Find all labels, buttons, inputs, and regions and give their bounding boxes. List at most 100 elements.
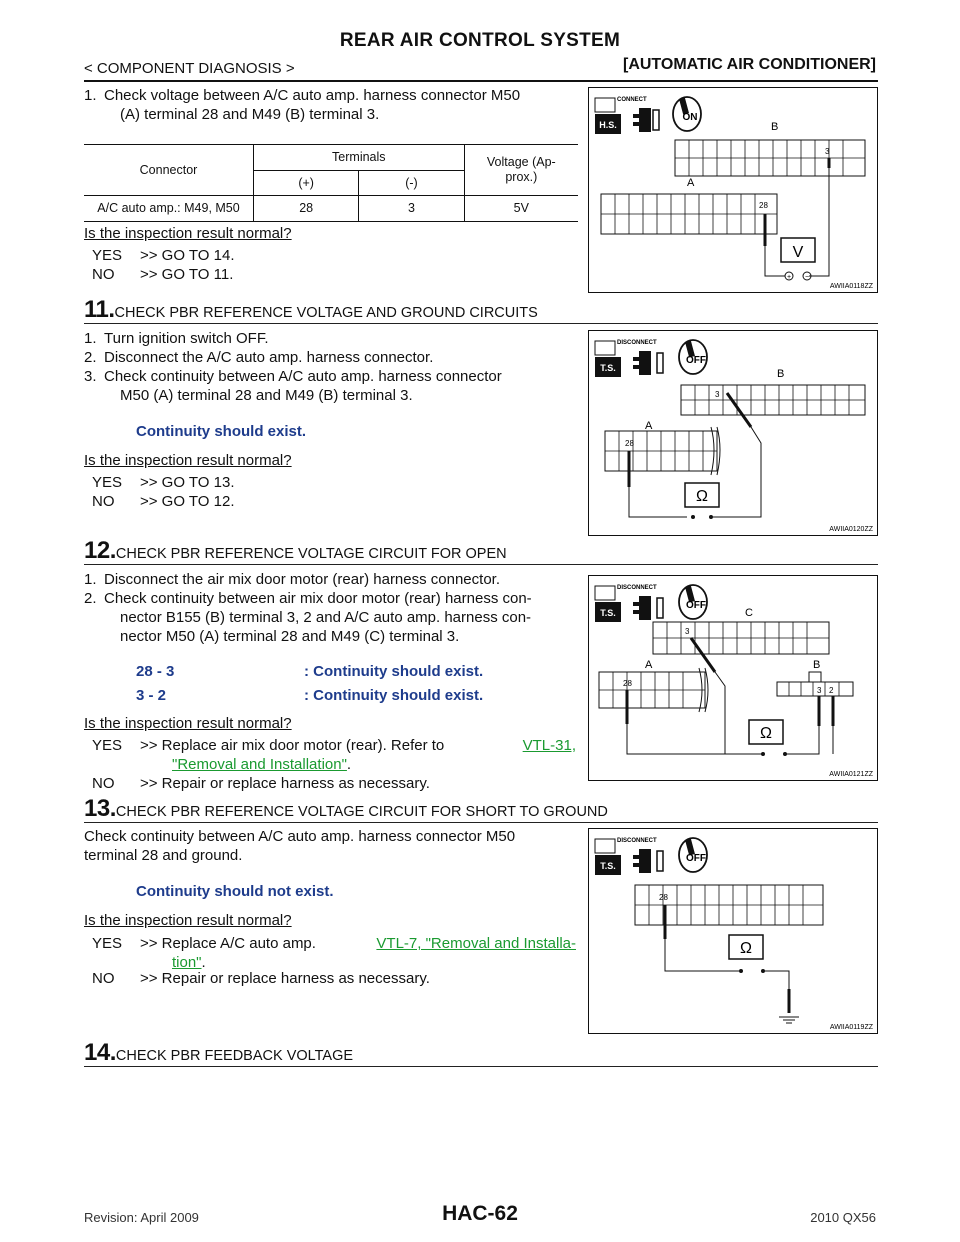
ohmmeter-icon: Ω bbox=[728, 934, 765, 973]
disconnect-label: DISCONNECT bbox=[617, 340, 657, 346]
category-label: [AUTOMATIC AIR CONDITIONER] bbox=[622, 56, 876, 73]
figure-code: AWIIA0120ZZ bbox=[829, 526, 873, 533]
ignition-on-icon: ON bbox=[672, 96, 702, 132]
term-28: 28 bbox=[659, 893, 668, 902]
link-removal-installation[interactable]: "Removal and Installation" bbox=[172, 756, 347, 773]
link-installation-cont[interactable]: tion" bbox=[172, 954, 202, 971]
step11-no-label: NO bbox=[92, 493, 115, 510]
svg-text:+: + bbox=[787, 274, 791, 281]
step13-line2: terminal 28 and ground. bbox=[84, 847, 243, 864]
svg-text:Ω: Ω bbox=[740, 940, 752, 957]
col-plus: (+) bbox=[252, 170, 359, 195]
ts-badge-icon: T.S. bbox=[594, 838, 621, 875]
step12-r2-left: 3 - 2 bbox=[136, 687, 167, 704]
term-3b: 3 bbox=[817, 686, 822, 695]
disconnect-label: DISCONNECT bbox=[617, 585, 657, 591]
term-3: 3 bbox=[825, 147, 830, 156]
step12-yes-text: >> Replace air mix door motor (rear). Re… bbox=[140, 737, 445, 754]
step12-yes-line: >> Replace air mix door motor (rear). Re… bbox=[140, 736, 576, 755]
step11-s3-line1: Check continuity between A/C auto amp. h… bbox=[104, 368, 502, 385]
svg-text:OFF: OFF bbox=[686, 600, 706, 611]
probe-wires bbox=[663, 905, 791, 1013]
no-label: NO bbox=[92, 266, 115, 283]
figure-code: AWIIA0121ZZ bbox=[829, 771, 873, 778]
label-a: A bbox=[645, 659, 653, 671]
connector-m50 bbox=[634, 884, 824, 926]
footer-revision: Revision: April 2009 bbox=[84, 1210, 199, 1225]
yes-label: YES bbox=[92, 247, 123, 264]
page-number: HAC-62 bbox=[442, 1202, 518, 1225]
step12-no-text: >> Repair or replace harness as necessar… bbox=[140, 775, 430, 792]
step11-no-text: >> GO TO 12. bbox=[140, 493, 235, 510]
figure-open-circuit-check: T.S. DISCONNECT OFF C bbox=[588, 575, 878, 781]
link-vtl-7[interactable]: VTL-7, "Removal and Installa- bbox=[376, 935, 576, 952]
label-b: B bbox=[813, 659, 820, 671]
term-28: 28 bbox=[625, 439, 634, 448]
step1-line2: (A) terminal 28 and M49 (B) terminal 3. bbox=[120, 106, 380, 123]
label-c: C bbox=[745, 607, 753, 619]
no-text: >> GO TO 11. bbox=[140, 266, 234, 283]
label-b: B bbox=[777, 368, 784, 380]
step12-s2-line2: nector B155 (B) terminal 3, 2 and A/C au… bbox=[120, 609, 532, 626]
cell-voltage: 5V bbox=[463, 195, 578, 221]
connector-a bbox=[604, 426, 721, 476]
step13-yes-line2: tion". bbox=[172, 954, 206, 971]
connector-b bbox=[680, 384, 866, 416]
term-3: 3 bbox=[685, 627, 690, 636]
svg-text:Ω: Ω bbox=[760, 725, 772, 742]
figure-short-to-ground-check: T.S. DISCONNECT OFF 28 bbox=[588, 828, 878, 1034]
connector-b bbox=[674, 139, 866, 177]
question-11: Is the inspection result normal? bbox=[84, 452, 292, 469]
step12-s1-number: 1. bbox=[84, 571, 97, 588]
step11-s2-number: 2. bbox=[84, 349, 97, 366]
figure-continuity-check: T.S. DISCONNECT OFF B bbox=[588, 330, 878, 536]
figure-voltage-check: H.S. CONNECT ON B 3 bbox=[588, 87, 878, 293]
connector-unplug-icon bbox=[633, 596, 664, 620]
step12-r1-left: 28 - 3 bbox=[136, 663, 175, 680]
step-11-heading: 11.CHECK PBR REFERENCE VOLTAGE AND GROUN… bbox=[84, 296, 538, 323]
connect-label: CONNECT bbox=[617, 97, 647, 103]
step-13-heading: 13.CHECK PBR REFERENCE VOLTAGE CIRCUIT F… bbox=[84, 795, 608, 822]
ground-icon bbox=[779, 1016, 799, 1024]
label-b: B bbox=[771, 121, 778, 133]
step12-s1: Disconnect the air mix door motor (rear)… bbox=[104, 571, 500, 588]
svg-text:ON: ON bbox=[683, 112, 698, 123]
step11-result: Continuity should exist. bbox=[136, 423, 307, 440]
connector-c bbox=[652, 621, 830, 655]
footer-model: 2010 QX56 bbox=[810, 1210, 876, 1225]
disconnect-label: DISCONNECT bbox=[617, 838, 657, 844]
svg-text:Ω: Ω bbox=[696, 488, 708, 505]
connector-unplug-icon bbox=[633, 351, 664, 375]
col-terminals: Terminals bbox=[253, 145, 465, 171]
svg-text:T.S.: T.S. bbox=[600, 861, 616, 871]
label-a: A bbox=[645, 420, 653, 432]
col-connector: Connector bbox=[139, 162, 198, 177]
connector-b bbox=[776, 671, 854, 697]
step12-yes-label: YES bbox=[92, 737, 123, 754]
step13-yes-text: >> Replace A/C auto amp. bbox=[140, 935, 316, 952]
voltage-table: Connector Terminals Voltage (Ap-prox.) (… bbox=[84, 144, 578, 222]
yes-text: >> GO TO 14. bbox=[140, 247, 235, 264]
step13-no-label: NO bbox=[92, 970, 115, 987]
step13-line1: Check continuity between A/C auto amp. h… bbox=[84, 828, 516, 845]
step1-number: 1. bbox=[84, 87, 97, 104]
step13-yes-label: YES bbox=[92, 935, 123, 952]
cell-connector: A/C auto amp.: M49, M50 bbox=[97, 201, 240, 216]
link-vtl-31[interactable]: VTL-31, bbox=[522, 737, 576, 754]
ignition-off-icon: OFF bbox=[678, 837, 708, 873]
step12-s2-line3: nector M50 (A) terminal 28 and M49 (C) t… bbox=[120, 628, 460, 645]
col-voltage: Voltage (Ap-prox.) bbox=[463, 145, 578, 195]
probe-wires bbox=[625, 637, 835, 755]
term-28: 28 bbox=[759, 201, 768, 210]
page-title: REAR AIR CONTROL SYSTEM bbox=[339, 30, 621, 51]
ts-badge-icon: T.S. bbox=[594, 340, 621, 377]
connector-a bbox=[600, 193, 778, 235]
step11-s1: Turn ignition switch OFF. bbox=[104, 330, 269, 347]
step12-yes-line2: "Removal and Installation". bbox=[172, 756, 352, 773]
step11-s3-number: 3. bbox=[84, 368, 97, 385]
ts-badge-icon: T.S. bbox=[594, 585, 621, 622]
col-minus: (-) bbox=[358, 170, 465, 195]
step11-yes-text: >> GO TO 13. bbox=[140, 474, 235, 491]
step12-s2-line1: Check continuity between air mix door mo… bbox=[104, 590, 532, 607]
connector-unplug-icon bbox=[633, 849, 664, 873]
